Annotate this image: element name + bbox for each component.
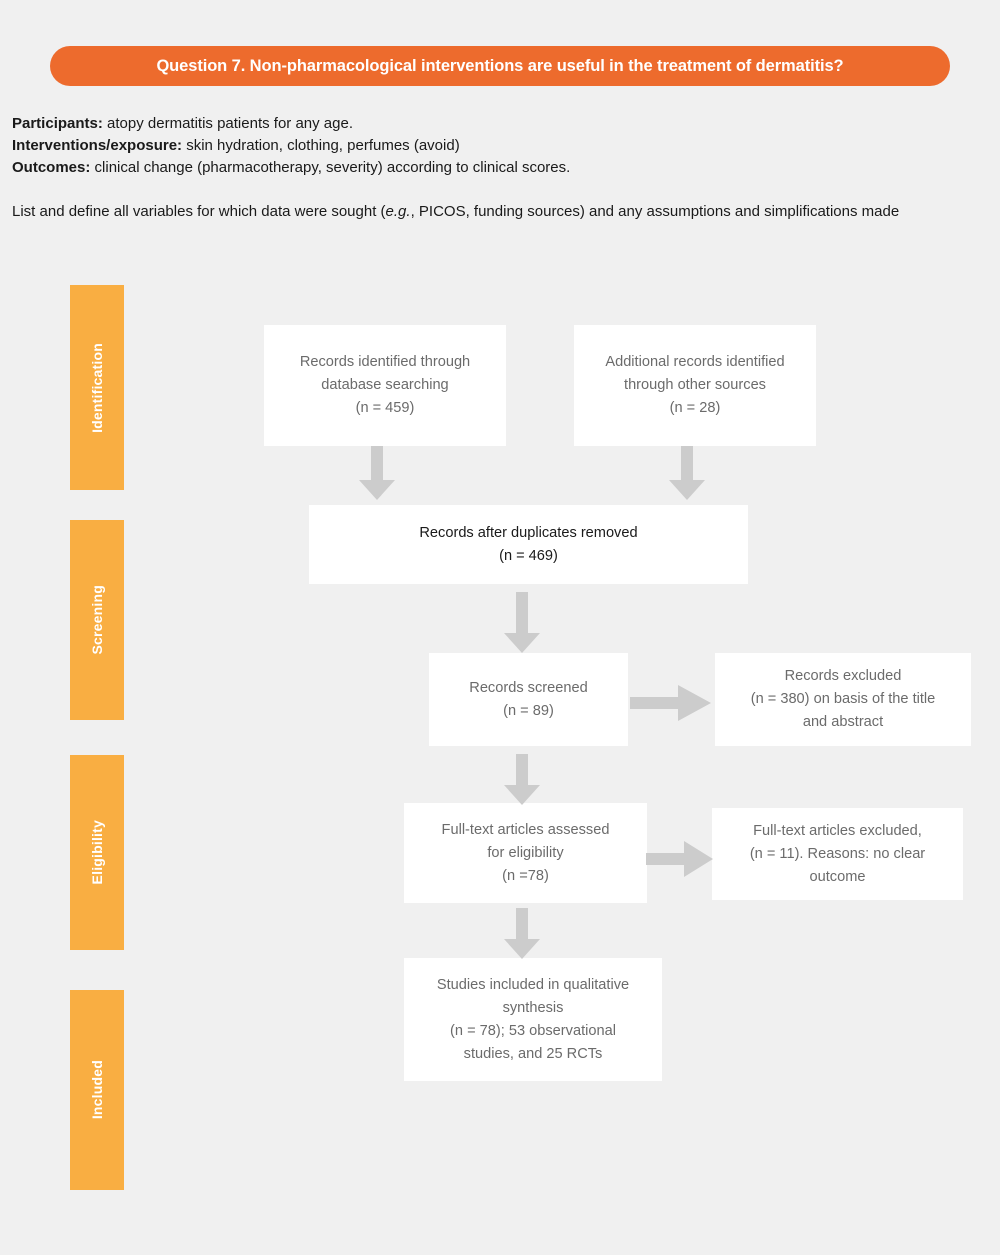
question-title: Question 7. Non-pharmacological interven… bbox=[156, 56, 844, 75]
outcomes-value: clinical change (pharmacotherapy, severi… bbox=[94, 159, 571, 176]
interventions-line: Interventions/exposure: skin hydration, … bbox=[12, 135, 987, 157]
stage-label-screening: Screening bbox=[89, 585, 105, 655]
arrow-down-icon-duplicates-to-screened bbox=[503, 592, 541, 654]
interventions-label: Interventions/exposure: bbox=[12, 137, 183, 154]
arrow-down-icon-fulltext-to-included bbox=[503, 908, 541, 960]
flow-box-text: Records screened(n = 89) bbox=[469, 679, 588, 719]
flow-box-text: Full-text articles excluded,(n = 11). Re… bbox=[749, 822, 926, 885]
question-banner: Question 7. Non-pharmacological interven… bbox=[50, 46, 950, 86]
flow-box-text: Records after duplicates removed(n = 469… bbox=[419, 524, 638, 564]
variables-note-after: , PICOS, funding sources) and any assump… bbox=[410, 203, 900, 220]
stage-bar-identification: Identification bbox=[70, 285, 124, 490]
interventions-value: skin hydration, clothing, perfumes (avoi… bbox=[186, 137, 460, 154]
arrow-right-icon-fulltext-to-excluded bbox=[646, 840, 714, 878]
stage-bar-screening: Screening bbox=[70, 520, 124, 720]
variables-note-before: List and define all variables for which … bbox=[12, 203, 386, 220]
flow-box-fulltext-excluded: Full-text articles excluded,(n = 11). Re… bbox=[712, 808, 971, 908]
flow-box-records-screened: Records screened(n = 89) bbox=[429, 653, 636, 754]
stage-label-eligibility: Eligibility bbox=[89, 820, 105, 885]
flow-box-records-after-duplicates-removed: Records after duplicates removed(n = 469… bbox=[309, 505, 756, 592]
intro-spacer bbox=[12, 179, 987, 201]
picos-summary: Participants: atopy dermatitis patients … bbox=[12, 113, 987, 223]
outcomes-line: Outcomes: clinical change (pharmacothera… bbox=[12, 157, 987, 179]
participants-label: Participants: bbox=[12, 115, 103, 132]
stage-bar-eligibility: Eligibility bbox=[70, 755, 124, 950]
stage-bar-included: Included bbox=[70, 990, 124, 1190]
stage-label-identification: Identification bbox=[89, 342, 105, 433]
variables-note-eg: e.g. bbox=[385, 203, 411, 220]
flow-box-records-excluded: Records excluded(n = 380) on basis of th… bbox=[715, 653, 979, 754]
arrow-right-icon-screened-to-excluded bbox=[630, 684, 712, 722]
arrow-down-icon-database-to-duplicates bbox=[358, 446, 396, 501]
participants-value: atopy dermatitis patients for any age. bbox=[107, 115, 354, 132]
stage-label-included: Included bbox=[89, 1060, 105, 1120]
variables-note: List and define all variables for which … bbox=[12, 201, 987, 223]
arrow-down-icon-screened-to-fulltext bbox=[503, 754, 541, 806]
arrow-down-icon-other-sources-to-duplicates bbox=[668, 446, 706, 501]
outcomes-label: Outcomes: bbox=[12, 159, 91, 176]
flow-box-text: Records excluded(n = 380) on basis of th… bbox=[750, 668, 936, 730]
participants-line: Participants: atopy dermatitis patients … bbox=[12, 113, 987, 135]
